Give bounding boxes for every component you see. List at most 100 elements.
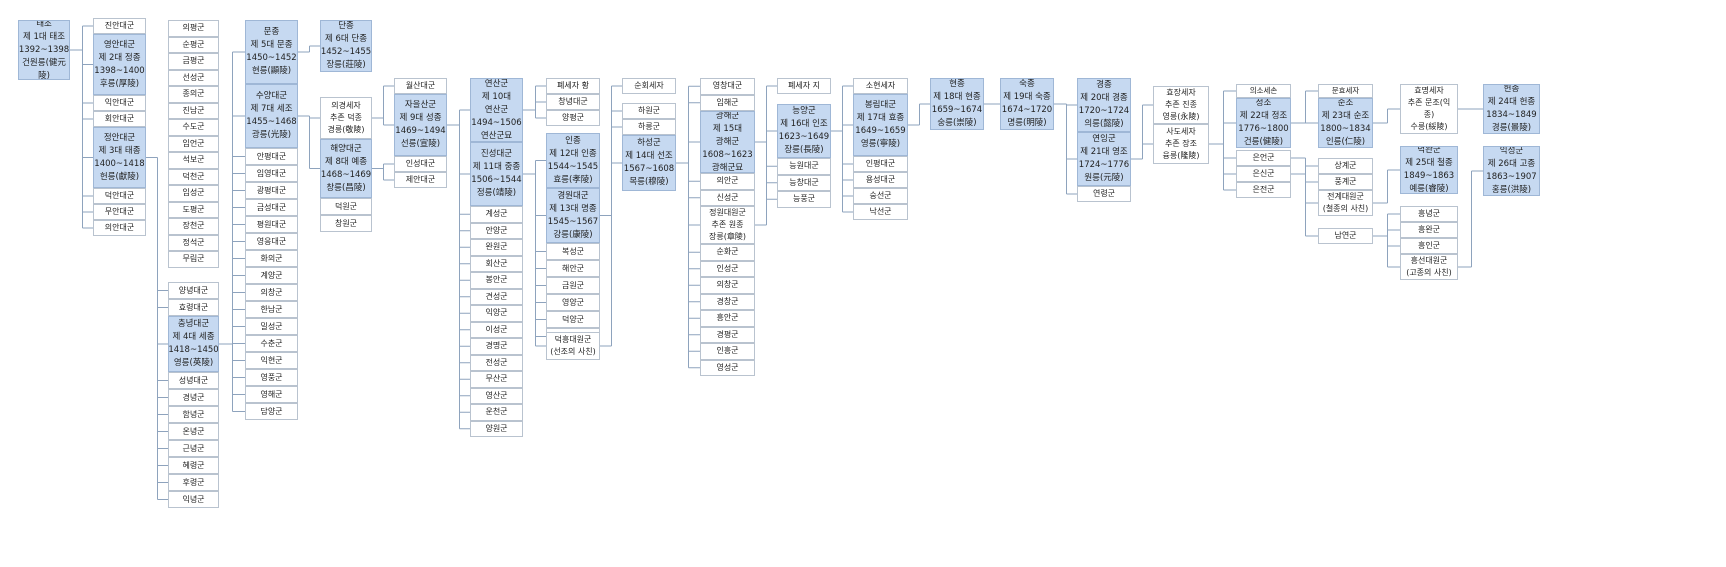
- family-node-n87: 영양군: [546, 294, 600, 311]
- family-node-n4: 익안대군: [93, 95, 146, 111]
- family-node-n19: 덕천군: [168, 168, 219, 185]
- family-node-n9: 의안대군: [93, 220, 146, 236]
- family-node-n50: 익현군: [245, 352, 298, 369]
- family-node-n94: 하성군 제 14대 선조 1567~1608 목릉(穆陵): [622, 135, 676, 191]
- family-node-n54: 단종 제 6대 단종 1452~1455 장릉(莊陵): [320, 20, 372, 72]
- family-node-n59: 월산대군: [394, 78, 447, 94]
- family-node-n66: 안양군: [470, 222, 523, 239]
- family-node-n75: 무산군: [470, 371, 523, 388]
- family-node-n63: 연산군 제 10대 연산군 1494~1506 연산군묘: [470, 78, 523, 142]
- family-node-n121: 숙종 제 19대 숙종 1674~1720 명릉(明陵): [1000, 78, 1054, 130]
- family-node-n34: 후령군: [168, 474, 219, 491]
- family-node-n133: 순조 제 23대 순조 1800~1834 인릉(仁陵): [1318, 98, 1373, 148]
- family-node-n80: 창녕대군: [546, 94, 600, 110]
- family-node-n134: 상계군: [1318, 158, 1373, 174]
- family-node-n24: 무림군: [168, 251, 219, 268]
- family-node-n76: 영산군: [470, 387, 523, 404]
- family-node-n22: 장천군: [168, 218, 219, 235]
- family-node-n82: 인종 제 12대 인종 1544~1545 효릉(孝陵): [546, 133, 600, 188]
- family-node-n98: 의안군: [700, 173, 755, 190]
- family-node-n104: 경창군: [700, 293, 755, 310]
- family-node-n102: 인성군: [700, 260, 755, 277]
- family-node-n58: 창원군: [320, 215, 372, 232]
- family-node-n7: 덕안대군: [93, 188, 146, 204]
- family-node-n120: 현종 제 18대 현종 1659~1674 숭릉(崇陵): [930, 78, 984, 130]
- family-node-n110: 능양군 제 16대 인조 1623~1649 장릉(長陵): [777, 104, 831, 158]
- family-node-n20: 임성군: [168, 185, 219, 202]
- family-node-n106: 경평군: [700, 326, 755, 343]
- family-node-n137: 남연군: [1318, 228, 1373, 244]
- family-node-n141: 흥완군: [1400, 222, 1458, 238]
- family-node-n33: 혜령군: [168, 457, 219, 474]
- family-node-n29: 경녕군: [168, 389, 219, 406]
- family-node-n145: 익성군 제 26대 고종 1863~1907 홍릉(洪陵): [1483, 146, 1540, 196]
- family-node-n39: 임영대군: [245, 165, 298, 182]
- family-node-n85: 해안군: [546, 260, 600, 277]
- family-node-n112: 능창대군: [777, 174, 831, 191]
- family-node-n77: 운천군: [470, 404, 523, 421]
- family-node-n101: 순화군: [700, 244, 755, 261]
- family-node-n88: 덕양군: [546, 311, 600, 328]
- family-node-n37: 수양대군 제 7대 세조 1455~1468 광릉(光陵): [245, 84, 298, 148]
- family-node-n78: 양원군: [470, 420, 523, 437]
- family-node-n3: 영안대군 제 2대 정종 1398~1400 후릉(厚陵): [93, 34, 146, 95]
- family-node-n99: 신성군: [700, 189, 755, 206]
- family-node-n40: 광평대군: [245, 182, 298, 199]
- family-node-n46: 의창군: [245, 284, 298, 301]
- family-node-n45: 계양군: [245, 267, 298, 284]
- family-node-n60: 자을산군 제 9대 성종 1469~1494 선릉(宣陵): [394, 94, 447, 156]
- family-node-n32: 근녕군: [168, 440, 219, 457]
- family-node-n144: 헌종 제 24대 헌종 1834~1849 경릉(景陵): [1483, 84, 1540, 134]
- family-node-n90: 덕흥대원군 (선조의 사친): [546, 332, 600, 360]
- family-node-n14: 종의군: [168, 86, 219, 103]
- family-node-n79: 폐세자 황: [546, 78, 600, 94]
- family-node-n17: 임언군: [168, 135, 219, 152]
- family-node-n100: 정원대원군 추존 원종 장릉(章陵): [700, 206, 755, 244]
- family-node-n81: 양평군: [546, 110, 600, 126]
- family-node-n70: 견성군: [470, 288, 523, 305]
- family-node-n65: 계성군: [470, 206, 523, 223]
- family-node-n139: 덕완군 제 25대 철종 1849~1863 예릉(睿陵): [1400, 146, 1458, 194]
- family-node-n67: 완원군: [470, 239, 523, 256]
- family-node-n42: 평원대군: [245, 216, 298, 233]
- family-node-n138: 효명세자 추존 문조(익 종) 수릉(綏陵): [1400, 84, 1458, 134]
- family-node-n6: 정안대군 제 3대 태종 1400~1418 헌릉(獻陵): [93, 127, 146, 188]
- family-node-n125: 효장세자 추존 진종 영릉(永陵): [1153, 86, 1209, 124]
- family-node-n114: 소현세자: [853, 78, 908, 94]
- family-node-n38: 안평대군: [245, 148, 298, 165]
- family-node-n132: 문효세자: [1318, 84, 1373, 98]
- family-node-n18: 석보군: [168, 152, 219, 169]
- family-node-n116: 인평대군: [853, 156, 908, 172]
- family-node-n73: 경명군: [470, 338, 523, 355]
- family-node-n36: 문종 제 5대 문종 1450~1452 현릉(顯陵): [245, 20, 298, 84]
- family-node-n25: 양녕대군: [168, 282, 219, 299]
- family-node-n93: 하릉군: [622, 119, 676, 135]
- family-node-n30: 함녕군: [168, 406, 219, 423]
- family-node-n26: 효령대군: [168, 299, 219, 316]
- family-node-n61: 인성대군: [394, 156, 447, 172]
- family-node-n27: 충녕대군 제 4대 세종 1418~1450 영릉(英陵): [168, 316, 219, 372]
- family-node-n2: 진안대군: [93, 18, 146, 34]
- family-node-n13: 선성군: [168, 69, 219, 86]
- family-node-n44: 화의군: [245, 250, 298, 267]
- family-node-n55: 의경세자 추존 덕종 경릉(敬陵): [320, 97, 372, 139]
- family-node-n92: 하원군: [622, 103, 676, 119]
- family-node-n1: 태조 제 1대 태조 1392~1398 건원릉(健元陵): [18, 20, 70, 80]
- family-node-n130: 은신군: [1236, 166, 1291, 182]
- family-node-n83: 경원대군 제 13대 명종 1545~1567 강릉(康陵): [546, 188, 600, 243]
- family-node-n8: 무안대군: [93, 204, 146, 220]
- family-node-n136: 전계대원군 (철종의 사친): [1318, 190, 1373, 216]
- family-node-n107: 인흥군: [700, 343, 755, 360]
- family-node-n111: 능원대군: [777, 158, 831, 175]
- family-node-n12: 금평군: [168, 53, 219, 70]
- family-node-n47: 한남군: [245, 301, 298, 318]
- family-node-n56: 해양대군 제 8대 예종 1468~1469 창릉(昌陵): [320, 139, 372, 198]
- family-node-n96: 임해군: [700, 94, 755, 111]
- family-node-n41: 금성대군: [245, 199, 298, 216]
- family-node-n123: 연잉군 제 21대 영조 1724~1776 원릉(元陵): [1077, 132, 1131, 186]
- family-node-n113: 능풍군: [777, 191, 831, 208]
- family-node-n72: 이성군: [470, 321, 523, 338]
- family-node-n117: 용성대군: [853, 172, 908, 188]
- family-node-n15: 진남군: [168, 102, 219, 119]
